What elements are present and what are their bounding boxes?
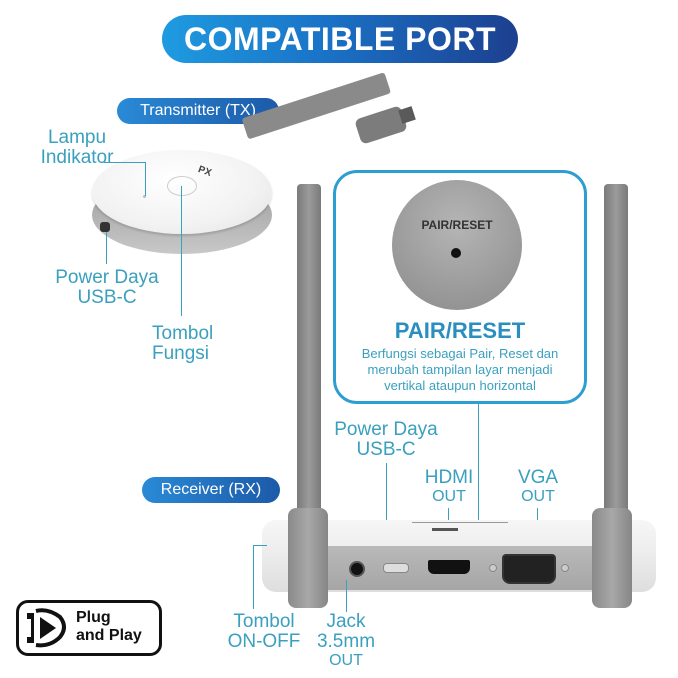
pair-reset-disc xyxy=(392,180,522,310)
label-hdmi-out: HDMI OUT xyxy=(424,467,474,506)
label-jack-35mm-out: Jack 3.5mm OUT xyxy=(316,611,376,670)
rx-usbc-port xyxy=(383,563,409,573)
leader-line xyxy=(181,186,182,316)
pair-reset-description: Berfungsi sebagai Pair, Reset dan meruba… xyxy=(361,346,559,393)
pair-reset-title: PAIR/RESET xyxy=(394,318,526,343)
leader-line xyxy=(478,404,479,526)
rx-antenna-base-right xyxy=(592,508,632,608)
label-vga-out: VGA OUT xyxy=(517,467,559,506)
tx-indicator-led xyxy=(143,195,146,198)
leader-line xyxy=(145,162,146,196)
label-lampu-indikator: Lampu Indikator xyxy=(40,127,114,168)
tx-function-button[interactable] xyxy=(167,176,197,196)
label-tombol-fungsi: Tombol Fungsi xyxy=(152,323,214,364)
rx-antenna-base-left xyxy=(288,508,328,608)
label-tombol-on-off: Tombol ON-OFF xyxy=(227,611,301,652)
rx-vga-screw xyxy=(489,564,497,572)
rx-top-seam xyxy=(412,522,508,523)
rx-jack-35mm-port xyxy=(349,561,365,577)
pair-reset-disc-label: PAIR/RESET xyxy=(421,218,493,232)
leader-line xyxy=(104,162,146,163)
plug-play-icon xyxy=(27,608,66,648)
rx-antenna-right xyxy=(604,184,628,524)
transmitter-badge: Transmitter (TX) xyxy=(117,98,279,124)
leader-line xyxy=(346,580,347,612)
rx-antenna-left xyxy=(297,184,321,524)
leader-line xyxy=(253,545,267,546)
plug-and-play-text: Plug and Play xyxy=(76,609,142,644)
rx-vga-screw xyxy=(561,564,569,572)
rx-hdmi-port xyxy=(428,560,470,574)
leader-line xyxy=(106,232,107,264)
tx-hdmi-tip xyxy=(398,106,416,124)
leader-line xyxy=(253,545,254,609)
page-title: COMPATIBLE PORT xyxy=(162,15,518,63)
label-tx-power-usbc: Power Daya USB-C xyxy=(55,267,159,308)
plug-and-play-badge xyxy=(16,600,162,656)
rx-brand-logo xyxy=(432,528,458,531)
leader-line xyxy=(386,463,387,563)
label-rx-power-usbc: Power Daya USB-C xyxy=(334,419,438,460)
tx-usbc-port xyxy=(100,222,110,232)
receiver-badge: Receiver (RX) xyxy=(142,477,280,503)
pair-reset-pinhole[interactable] xyxy=(451,248,461,258)
rx-vga-port xyxy=(502,554,556,584)
